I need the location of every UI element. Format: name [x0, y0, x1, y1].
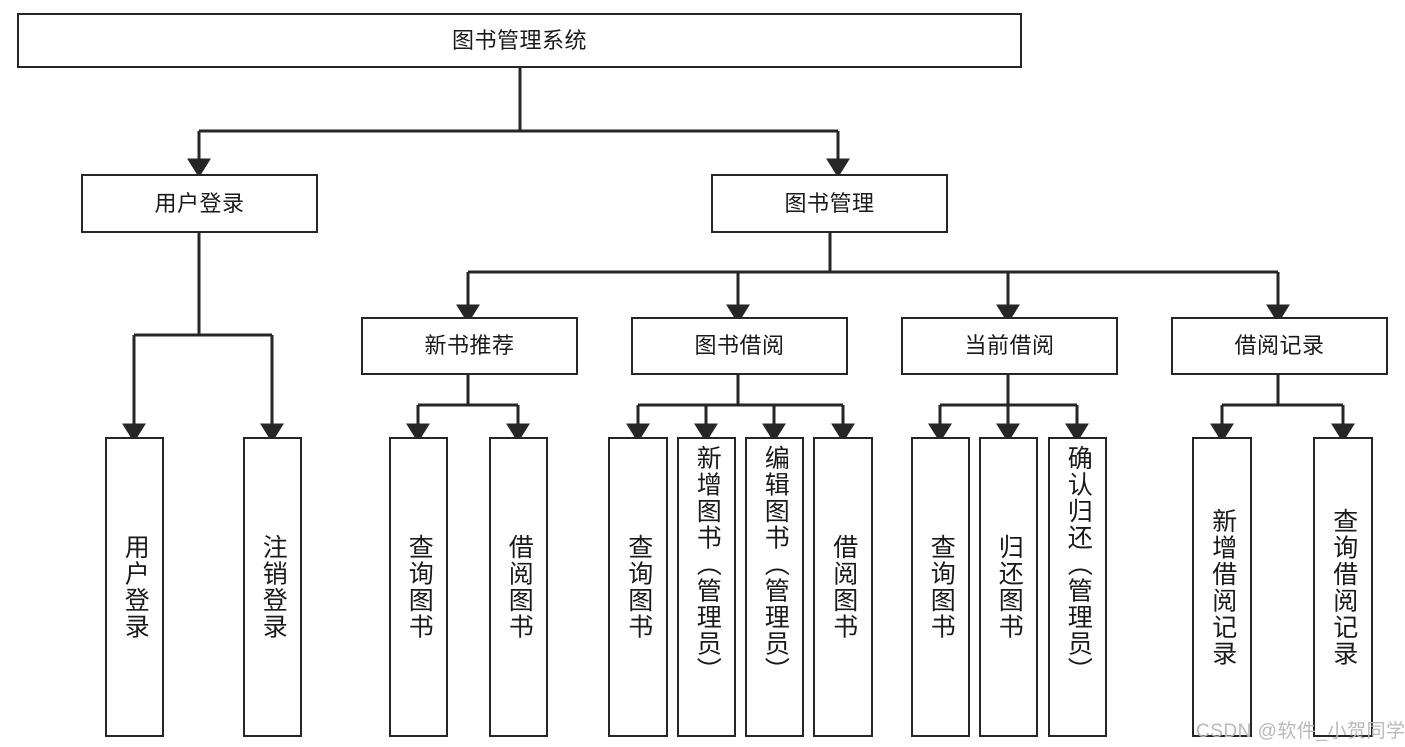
- node-leaf-edit-book-label: 编辑图书（管理员）: [761, 445, 790, 684]
- node-leaf-logout-login-label: 注销登录: [259, 534, 288, 640]
- node-leaf-borrow-book-1[interactable]: 借阅图书: [489, 437, 548, 737]
- node-user-login[interactable]: 用户登录: [81, 174, 318, 233]
- node-leaf-query-record-label: 查询借阅记录: [1329, 507, 1358, 667]
- node-root-system-label: 图书管理系统: [451, 27, 587, 53]
- node-new-book-recommend-label: 新书推荐: [424, 333, 515, 359]
- node-leaf-query-book-1-label: 查询图书: [405, 534, 434, 640]
- node-leaf-query-record[interactable]: 查询借阅记录: [1313, 437, 1373, 737]
- node-book-borrow[interactable]: 图书借阅: [631, 317, 848, 375]
- node-leaf-query-book-3-label: 查询图书: [927, 534, 956, 640]
- node-leaf-borrow-book-1-label: 借阅图书: [505, 534, 534, 640]
- node-leaf-query-book-1[interactable]: 查询图书: [389, 437, 448, 737]
- node-new-book-recommend[interactable]: 新书推荐: [361, 317, 578, 375]
- node-leaf-query-book-3[interactable]: 查询图书: [911, 437, 970, 737]
- node-book-borrow-label: 图书借阅: [694, 333, 785, 359]
- node-leaf-user-login[interactable]: 用户登录: [105, 437, 164, 737]
- node-leaf-user-login-label: 用户登录: [121, 534, 150, 640]
- node-user-login-label: 用户登录: [154, 190, 245, 216]
- node-leaf-return-book-label: 归还图书: [995, 534, 1024, 640]
- node-current-borrow-label: 当前借阅: [964, 333, 1055, 359]
- node-leaf-logout-login[interactable]: 注销登录: [243, 437, 302, 737]
- node-leaf-query-book-2-label: 查询图书: [624, 534, 653, 640]
- node-book-manage[interactable]: 图书管理: [711, 174, 948, 233]
- node-leaf-confirm-return-label: 确认归还（管理员）: [1064, 445, 1093, 684]
- node-leaf-add-book-label: 新增图书（管理员）: [693, 445, 722, 684]
- node-leaf-query-book-2[interactable]: 查询图书: [608, 437, 668, 737]
- node-book-manage-label: 图书管理: [784, 190, 875, 216]
- node-leaf-add-book[interactable]: 新增图书（管理员）: [677, 437, 736, 737]
- node-leaf-edit-book[interactable]: 编辑图书（管理员）: [745, 437, 804, 737]
- node-leaf-borrow-book-2-label: 借阅图书: [829, 534, 858, 640]
- node-borrow-record[interactable]: 借阅记录: [1171, 317, 1388, 375]
- node-root-system[interactable]: 图书管理系统: [17, 13, 1022, 68]
- node-leaf-add-record-label: 新增借阅记录: [1208, 507, 1237, 667]
- node-current-borrow[interactable]: 当前借阅: [901, 317, 1118, 375]
- csdn-watermark: CSDN @软件_小贺同学: [1196, 721, 1405, 742]
- node-leaf-borrow-book-2[interactable]: 借阅图书: [813, 437, 873, 737]
- node-leaf-add-record[interactable]: 新增借阅记录: [1192, 437, 1252, 737]
- node-leaf-return-book[interactable]: 归还图书: [979, 437, 1038, 737]
- node-leaf-confirm-return[interactable]: 确认归还（管理员）: [1048, 437, 1107, 737]
- node-borrow-record-label: 借阅记录: [1234, 333, 1325, 359]
